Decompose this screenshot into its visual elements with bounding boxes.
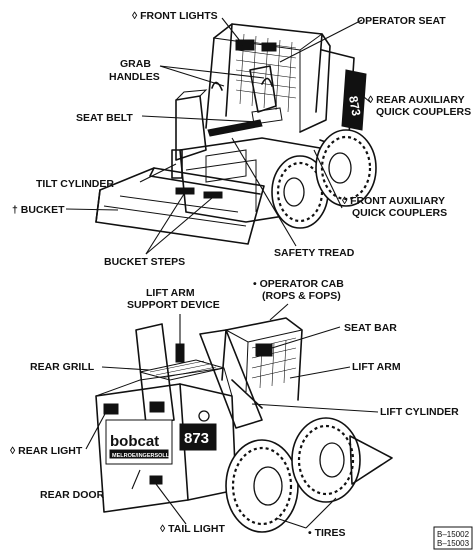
label-rear-auxiliary-line1: ◊ REAR AUXILIARY: [368, 94, 465, 106]
front-view-cab: [205, 23, 331, 133]
bottom-labels: LIFT ARM SUPPORT DEVICE • OPERATOR CAB (…: [10, 278, 459, 539]
label-operator-cab-line1: • OPERATOR CAB: [253, 278, 344, 290]
label-front-auxiliary-line2: QUICK COUPLERS: [352, 207, 447, 219]
label-front-lights: ◊ FRONT LIGHTS: [132, 10, 218, 22]
label-rear-grill: REAR GRILL: [30, 361, 95, 373]
rear-view-model-number: 873: [184, 430, 209, 447]
label-lift-cylinder: LIFT CYLINDER: [380, 406, 459, 418]
label-safety-tread: SAFETY TREAD: [274, 247, 355, 259]
label-lift-arm-support-line1: LIFT ARM: [146, 287, 195, 299]
front-view-tires: [271, 129, 377, 229]
tail-light-icon: [149, 475, 163, 485]
rear-view-illustration: bobcat MELROE/INGERSOLL 873: [95, 317, 393, 533]
seat-belt-bar: [207, 119, 263, 137]
label-seat-belt: SEAT BELT: [76, 112, 133, 124]
front-view-bucket: [95, 167, 265, 245]
label-seat-bar: SEAT BAR: [344, 322, 397, 334]
label-bucket-steps: BUCKET STEPS: [104, 256, 185, 268]
rear-view-tires: [225, 417, 361, 533]
label-tilt-cylinder: TILT CYLINDER: [36, 178, 114, 190]
label-grab-handles-line2: HANDLES: [109, 71, 160, 83]
label-rear-light: ◊ REAR LIGHT: [10, 445, 83, 457]
bottom-leader-lines: [85, 303, 379, 529]
label-grab-handles-line1: GRAB: [120, 58, 151, 70]
label-operator-seat: OPERATOR SEAT: [357, 15, 446, 27]
rear-light-icon: [103, 403, 119, 415]
seat-bar-block: [255, 343, 273, 357]
front-view-illustration: 873: [95, 23, 377, 245]
brand-subtitle: MELROE/INGERSOLL: [112, 453, 170, 459]
label-lift-arm-support-line2: SUPPORT DEVICE: [127, 299, 220, 311]
label-lift-arm: LIFT ARM: [352, 361, 401, 373]
front-light-icon: [235, 39, 255, 51]
operator-seat-shape: [249, 65, 277, 113]
top-leader-lines: [65, 17, 371, 255]
label-operator-cab-line2: (ROPS & FOPS): [262, 290, 341, 302]
figure-id-box: B–15002 B–15003: [433, 526, 473, 550]
figure-id-1: B–15002: [437, 530, 470, 539]
brand-logo: bobcat: [110, 433, 159, 450]
label-rear-auxiliary-line2: QUICK COUPLERS: [376, 106, 471, 118]
front-view-model-number: 873: [346, 95, 363, 117]
label-tail-light: ◊ TAIL LIGHT: [160, 523, 225, 535]
rear-view-cab: [221, 317, 303, 401]
rear-view-door: bobcat MELROE/INGERSOLL: [105, 419, 173, 465]
label-bucket: † BUCKET: [12, 204, 65, 216]
label-front-auxiliary-line1: ◊ FRONT AUXILIARY: [342, 195, 445, 207]
label-rear-door: REAR DOOR: [40, 489, 105, 501]
top-labels: ◊ FRONT LIGHTS OPERATOR SEAT GRAB HANDLE…: [12, 10, 471, 268]
figure-id-2: B–15003: [437, 539, 470, 548]
label-tires: • TIRES: [308, 527, 346, 539]
